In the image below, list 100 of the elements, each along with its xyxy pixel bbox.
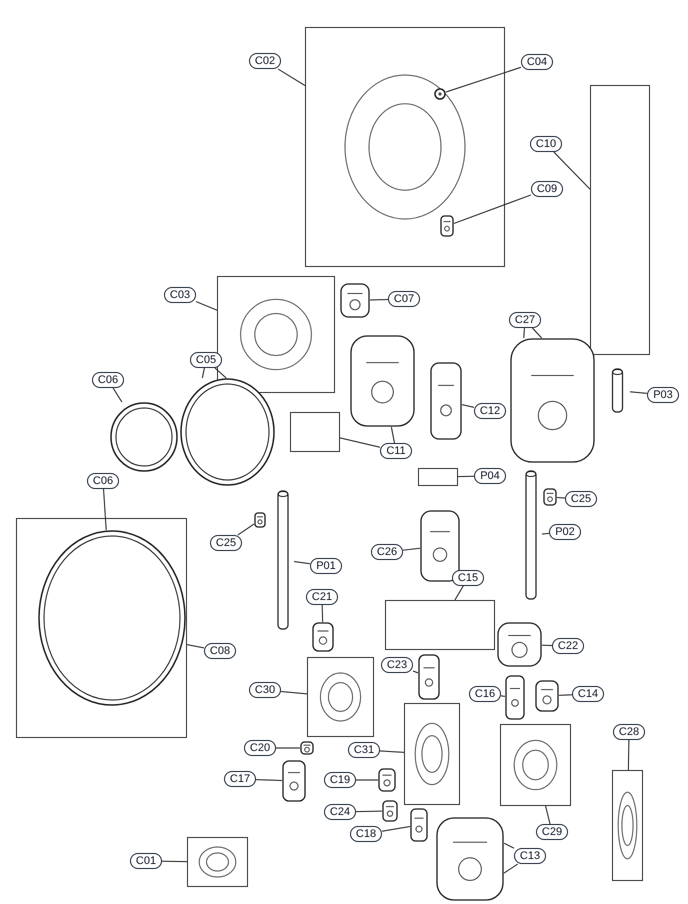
callout-label: C02 — [249, 53, 281, 69]
leader-line — [504, 864, 518, 874]
callout-label: C27 — [509, 312, 541, 328]
leader-line — [380, 750, 404, 753]
leader-line — [553, 152, 590, 190]
leader-line — [412, 670, 418, 674]
part-drawing — [378, 768, 396, 792]
leader-line — [523, 328, 525, 338]
part-drawing — [418, 654, 440, 700]
callout-label: C30 — [249, 682, 281, 698]
part-drawing — [497, 622, 542, 667]
callout-label: C12 — [474, 403, 506, 419]
group-frame — [16, 518, 187, 738]
callout-label: C29 — [536, 824, 568, 840]
callout-label: C11 — [380, 443, 412, 459]
leader-line — [280, 690, 308, 694]
group-frame — [217, 276, 335, 393]
leader-line — [556, 496, 566, 498]
part-drawing — [543, 488, 557, 506]
leader-line — [256, 779, 282, 782]
callout-label: C28 — [613, 724, 645, 740]
leader-line — [294, 561, 310, 564]
ring-drawing — [38, 530, 186, 706]
leader-line — [454, 194, 532, 224]
callout-label: C05 — [190, 352, 222, 368]
leader-line — [628, 740, 630, 770]
part-drawing — [505, 675, 525, 720]
callout-label: C24 — [324, 804, 356, 820]
leader-line — [542, 644, 552, 646]
part-drawing — [430, 362, 462, 440]
callout-label: C14 — [572, 686, 604, 702]
part-drawing — [312, 622, 334, 652]
callout-label: C25 — [565, 491, 597, 507]
leader-line — [390, 426, 395, 444]
ring-drawing — [434, 88, 446, 100]
callout-label: C20 — [244, 740, 276, 756]
callout-label: C26 — [371, 544, 403, 560]
callout-label: C06 — [87, 473, 119, 489]
leader-line — [278, 68, 306, 86]
callout-label: C19 — [324, 772, 356, 788]
part-drawing — [254, 512, 266, 528]
callout-label: C15 — [452, 570, 484, 586]
leader-line — [558, 694, 572, 696]
leader-line — [196, 301, 218, 311]
callout-label: C23 — [381, 657, 413, 673]
group-frame — [305, 27, 505, 267]
part-drawing — [420, 510, 460, 582]
part-outline — [590, 85, 650, 355]
part-drawing — [382, 800, 398, 822]
callout-label: P01 — [310, 558, 342, 574]
leader-line — [504, 842, 514, 849]
part-drawing — [510, 338, 595, 463]
callout-label: C13 — [514, 848, 546, 864]
callout-label: C31 — [348, 742, 380, 758]
leader-line — [542, 532, 550, 535]
leader-line — [103, 488, 107, 530]
callout-label: C07 — [388, 291, 420, 307]
leader-line — [356, 810, 382, 812]
callout-label: C18 — [350, 826, 382, 842]
part-drawing — [300, 741, 314, 755]
part-drawing — [282, 760, 306, 802]
leader-line — [382, 826, 410, 832]
callout-label: C06 — [92, 372, 124, 388]
leader-line — [545, 806, 551, 824]
part-outline — [385, 600, 495, 650]
callout-label: C08 — [204, 643, 236, 659]
group-frame — [612, 770, 643, 881]
leader-line — [370, 299, 388, 301]
part-drawing — [436, 817, 504, 901]
callout-label: C01 — [130, 853, 162, 869]
part-outline — [418, 468, 458, 486]
callout-label: C22 — [552, 638, 584, 654]
leader-line — [112, 388, 122, 402]
leader-line — [162, 860, 188, 862]
callout-label: C03 — [164, 287, 196, 303]
part-drawing — [410, 808, 428, 842]
leader-line — [630, 391, 648, 394]
ring-drawing — [180, 378, 275, 486]
leader-line — [532, 328, 542, 338]
leader-line — [500, 695, 506, 697]
group-frame — [500, 724, 571, 806]
part-drawing — [440, 215, 454, 237]
group-frame — [404, 703, 460, 805]
part-outline — [290, 412, 340, 452]
callout-label: C21 — [306, 589, 338, 605]
leader-line — [202, 368, 205, 378]
leader-line — [454, 586, 464, 600]
leader-line — [458, 476, 474, 478]
part-drawing — [340, 283, 370, 318]
callout-label: C04 — [521, 54, 553, 70]
callout-label: P04 — [474, 468, 506, 484]
leader-line — [322, 604, 324, 622]
callout-label: P02 — [549, 524, 581, 540]
leader-line — [446, 66, 522, 93]
leader-line — [462, 404, 474, 408]
callout-label: C10 — [530, 136, 562, 152]
group-frame — [187, 837, 248, 887]
leader-line — [402, 548, 420, 551]
callout-label: C09 — [531, 181, 563, 197]
leader-line — [237, 524, 254, 536]
